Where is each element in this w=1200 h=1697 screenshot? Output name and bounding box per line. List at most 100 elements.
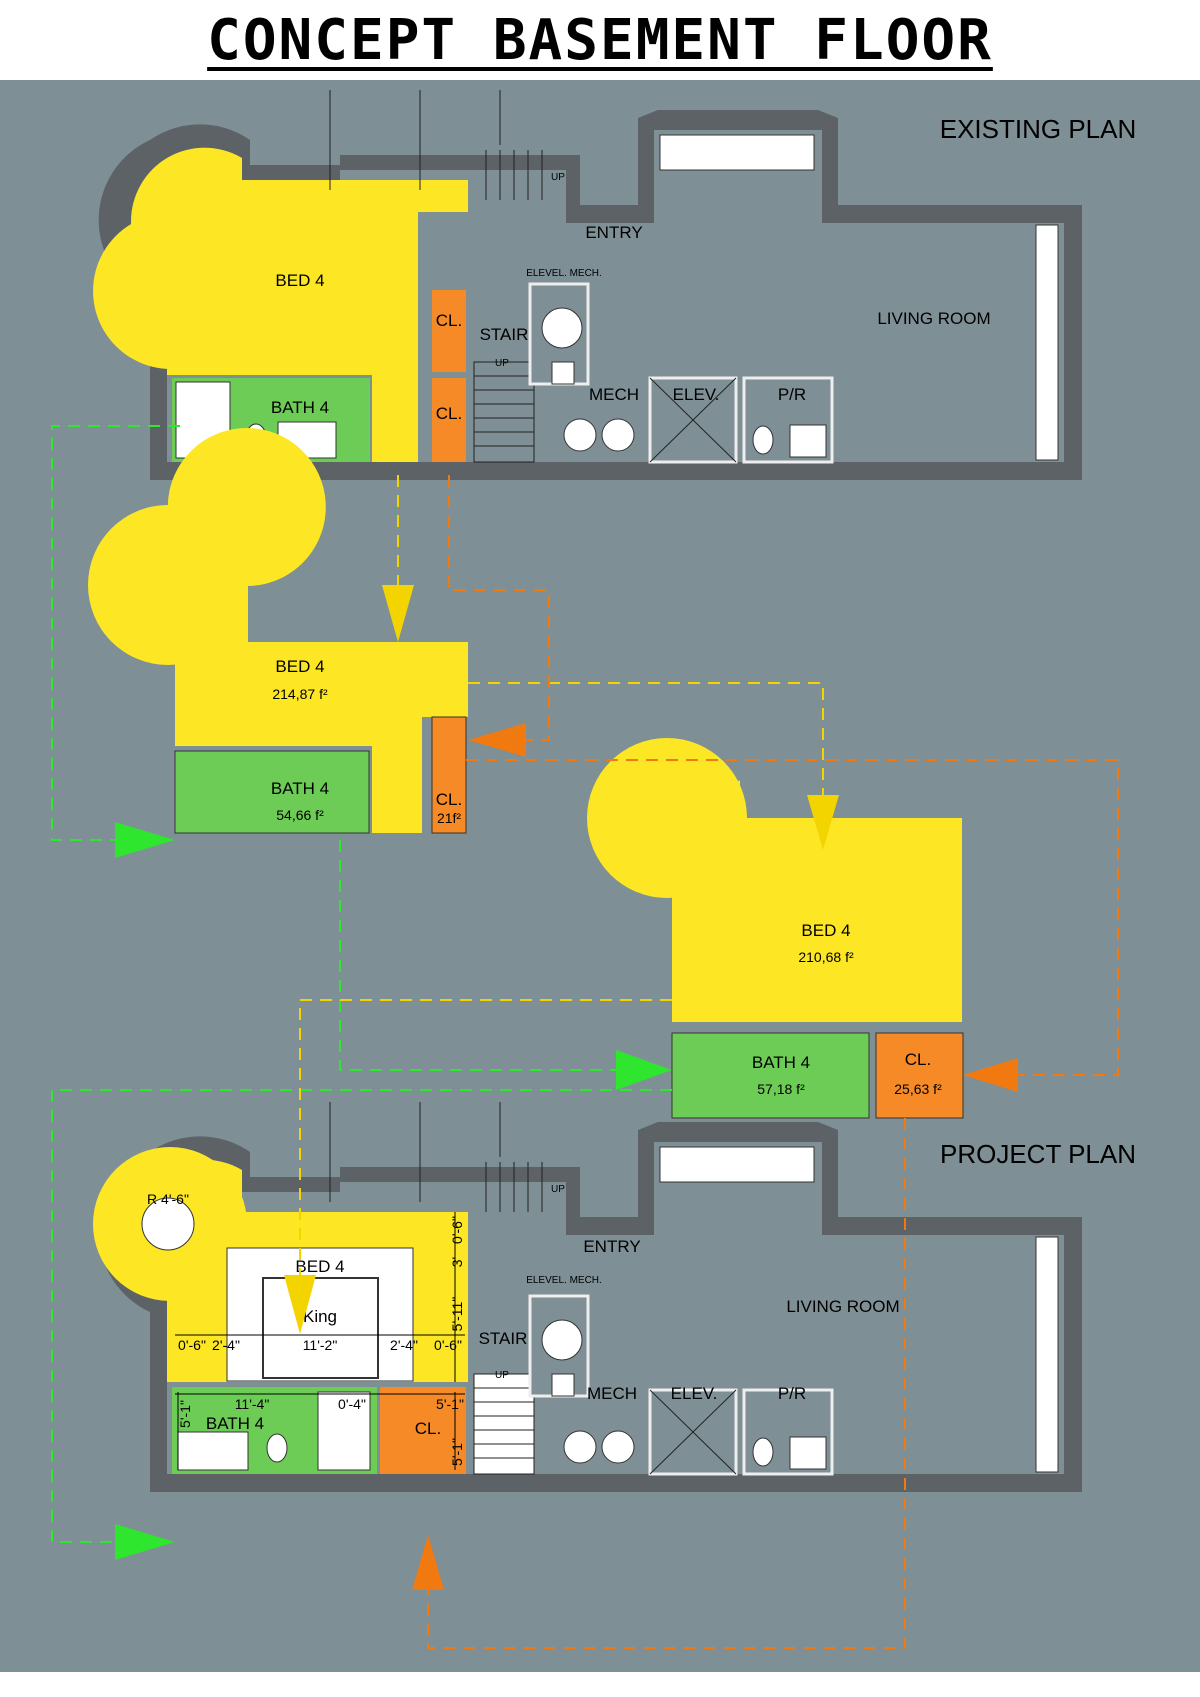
closet-flow-step1-to-step2 [466, 759, 1119, 1076]
project-stair-label: STAIR [479, 1329, 528, 1348]
dim-wall-low: 5'-11" [449, 1297, 465, 1332]
drawing-canvas: EXISTING PLAN BED 4 BATH 4 CL. CL. STAIR… [0, 80, 1200, 1672]
step1-bed-area: 214,87 f² [272, 686, 328, 702]
project-closet-label: CL. [415, 1419, 441, 1438]
step2-bed-label: BED 4 [801, 921, 850, 940]
project-elevator [648, 1388, 738, 1476]
step1-closet [431, 716, 467, 834]
project-boiler-1 [563, 1430, 597, 1464]
existing-pr-toilet [752, 425, 774, 455]
existing-stair [473, 361, 535, 463]
project-mech-label: MECH [587, 1384, 637, 1403]
project-pr-label: P/R [778, 1384, 806, 1403]
project-pr-sink [789, 1436, 827, 1470]
existing-entry-label: ENTRY [585, 223, 642, 242]
step1-closet-label: CL. [436, 790, 462, 809]
project-kitchen-counter [659, 1146, 815, 1183]
existing-kitchen-counter [659, 134, 815, 171]
existing-closet-2-label: CL. [436, 404, 462, 423]
step1-bed-label: BED 4 [275, 657, 324, 676]
existing-closet-1-label: CL. [436, 311, 462, 330]
step1-rooms: BED 4 214,87 f² BATH 4 54,66 f² CL. 21f² [88, 428, 469, 834]
bath-flow-step2-to-project [51, 1089, 672, 1543]
existing-bath-label: BATH 4 [271, 398, 329, 417]
existing-bed-circle [93, 213, 250, 369]
existing-pr-label: P/R [778, 385, 806, 404]
existing-boiler-1 [563, 418, 597, 452]
step2-bed-area: 210,68 f² [798, 949, 854, 965]
existing-plan: EXISTING PLAN BED 4 BATH 4 CL. CL. STAIR… [93, 90, 1136, 480]
existing-elev-label: ELEV. [673, 385, 720, 404]
project-elev-label: ELEV. [671, 1384, 718, 1403]
dim-bath-width: 11'-4" [235, 1396, 270, 1412]
closet-arrow-step1 [468, 723, 526, 757]
dim-closet-height: 5'-1" [449, 1438, 465, 1466]
dim-wall-mid: 3' [449, 1257, 465, 1267]
bed-arrow-project [284, 1275, 316, 1334]
project-elevel-mech-label: ELEVEL. MECH. [526, 1275, 602, 1286]
project-bed-label: BED 4 [295, 1257, 344, 1276]
bed-flow-step2-to-project [299, 999, 672, 1285]
step1-bed-shape [167, 428, 469, 833]
project-mech-tank [541, 1319, 583, 1361]
project-radius-label: R 4'-6" [147, 1191, 189, 1207]
project-pr-toilet [752, 1437, 774, 1467]
project-stair [473, 1373, 535, 1475]
bed-arrow-step1 [382, 585, 414, 642]
bed-flow-step1-to-step2 [468, 682, 824, 795]
bed-arrow-step2 [807, 795, 839, 850]
page-title: CONCEPT BASEMENT FLOOR [207, 8, 993, 73]
dim-shower-gap: 0'-4" [338, 1396, 366, 1412]
step2-closet-label: CL. [905, 1050, 931, 1069]
step1-bath-area: 54,66 f² [276, 807, 324, 823]
flow-arrowheads [115, 585, 1018, 1590]
step2-closet [875, 1032, 964, 1119]
step2-rooms: BED 4 210,68 f² BATH 4 57,18 f² CL. 25,6… [587, 738, 964, 1119]
project-king-bed [262, 1277, 379, 1379]
existing-stair-label: STAIR [480, 325, 529, 344]
project-closet [380, 1387, 466, 1474]
flow-lines [51, 425, 1119, 1649]
dim-bed-width: 11'-2" [303, 1337, 338, 1353]
bath-arrow-project [115, 1524, 175, 1560]
project-up-label-1: UP [495, 1370, 509, 1381]
existing-closet-1 [432, 290, 466, 372]
existing-closet-2 [432, 378, 466, 462]
concept-diagram: EXISTING PLAN BED 4 BATH 4 CL. CL. STAIR… [51, 90, 1136, 1649]
project-table [141, 1197, 195, 1251]
bath-arrow-step1 [115, 822, 175, 858]
dim-left-gap: 0'-6" [178, 1337, 206, 1353]
existing-bed-area [130, 147, 468, 462]
existing-elevator [648, 376, 738, 464]
existing-bed-label: BED 4 [275, 271, 324, 290]
existing-mech-label: MECH [589, 385, 639, 404]
dim-closet-width: 5'-1" [436, 1396, 464, 1412]
existing-living-window [1035, 224, 1059, 461]
step1-bed-circle [88, 505, 248, 665]
step2-bath-area: 57,18 f² [757, 1081, 805, 1097]
step2-bed-circle [587, 738, 747, 898]
existing-powder-room [742, 376, 834, 464]
project-up-label-2: UP [551, 1184, 565, 1195]
existing-living-label: LIVING ROOM [877, 309, 990, 328]
project-king-label: King [303, 1307, 337, 1326]
closet-flow-existing-to-step1 [448, 475, 550, 741]
step2-bath [671, 1032, 870, 1119]
dim-right-gap: 0'-6" [434, 1337, 462, 1353]
step1-closet-area: 21f² [437, 810, 461, 826]
closet-flow-step2-to-project [427, 1118, 906, 1649]
step1-bath-label: BATH 4 [271, 779, 329, 798]
project-living-window [1035, 1236, 1059, 1473]
step2-bed-shape [672, 780, 962, 1022]
dim-right-side: 2'-4" [390, 1337, 418, 1353]
dim-left-side: 2'-4" [212, 1337, 240, 1353]
project-toilet [266, 1433, 288, 1463]
existing-up-label-1: UP [495, 358, 509, 369]
existing-mech-unit [551, 361, 575, 385]
project-entry-label: ENTRY [583, 1237, 640, 1256]
bath-arrow-step2 [616, 1050, 672, 1090]
step2-closet-area: 25,63 f² [894, 1081, 942, 1097]
project-plan-heading: PROJECT PLAN [940, 1139, 1136, 1169]
project-shower [317, 1391, 371, 1471]
project-mech-unit [551, 1373, 575, 1397]
